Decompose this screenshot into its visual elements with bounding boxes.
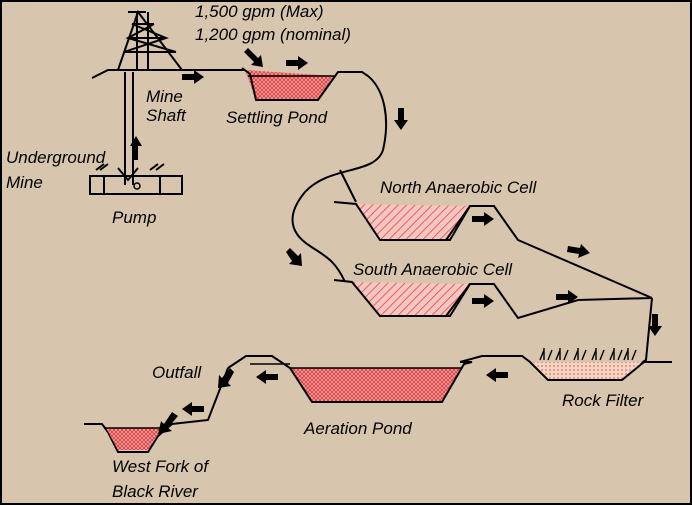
arrow-right-icon — [472, 294, 494, 308]
arrow-right-icon — [556, 290, 578, 304]
ground-line-mine — [91, 69, 245, 79]
river-water — [106, 428, 162, 450]
arrow-right-icon — [182, 70, 204, 84]
north-cell-outline — [333, 201, 653, 299]
underground-tunnel — [89, 163, 183, 195]
settling-pond-outline — [241, 67, 369, 101]
plants-icon — [539, 348, 637, 361]
settling-pond-water — [245, 70, 334, 100]
arrow-left-icon — [256, 370, 278, 384]
arrow-right-icon — [472, 212, 494, 226]
flow-max-label: 1,500 gpm (Max) — [195, 2, 324, 21]
mine-shaft-label-line1: Mine — [146, 87, 183, 106]
rock-filter-outline — [459, 355, 672, 381]
underground-mine-label-line2: Mine — [6, 173, 43, 192]
flow-nominal-label: 1,200 gpm (nominal) — [195, 25, 351, 44]
arrow-right-icon — [286, 56, 308, 70]
pipe-serpentine — [291, 75, 388, 283]
pump-label: Pump — [112, 208, 156, 227]
river-label-line2: Black River — [112, 482, 199, 501]
north-cell-label: North Anaerobic Cell — [380, 178, 537, 197]
arrow-down-icon — [394, 108, 408, 130]
arrow-left-icon — [486, 368, 508, 382]
arrow-diag-icon — [286, 248, 302, 266]
aeration-pond-water — [290, 368, 462, 402]
south-cell-fill — [352, 282, 468, 316]
arrow-right-icon — [567, 244, 590, 258]
rock-filter-label: Rock Filter — [562, 391, 645, 410]
river-label-line1: West Fork of — [112, 457, 210, 476]
outfall-label: Outfall — [152, 363, 202, 382]
north-cell-berm — [445, 205, 471, 241]
north-cell-fill — [356, 204, 468, 240]
headframe — [117, 9, 183, 71]
underground-mine-label-line1: Underground — [6, 148, 106, 167]
pipe-branch-north — [339, 169, 357, 203]
aeration-pond-label: Aeration Pond — [303, 419, 412, 438]
mine-shaft-label-line2: Shaft — [146, 106, 187, 125]
south-cell-berm — [445, 283, 471, 317]
settling-pond-label: Settling Pond — [226, 108, 328, 127]
outfall-slope — [84, 367, 229, 453]
south-cell-label: South Anaerobic Cell — [353, 260, 513, 279]
mine-shaft — [124, 72, 134, 185]
aeration-pond-outline — [227, 355, 473, 403]
arrow-down-icon — [648, 314, 662, 336]
arrow-left-icon — [182, 402, 204, 416]
pump-icon — [133, 182, 141, 190]
arrow-diag-icon — [244, 48, 263, 67]
arrow-diag-icon — [158, 412, 178, 434]
rock-filter-fill — [530, 362, 642, 380]
arrow-diag-icon — [218, 368, 234, 388]
pipe-to-rock-filter — [639, 297, 653, 365]
up-arrow-icon — [130, 136, 142, 160]
